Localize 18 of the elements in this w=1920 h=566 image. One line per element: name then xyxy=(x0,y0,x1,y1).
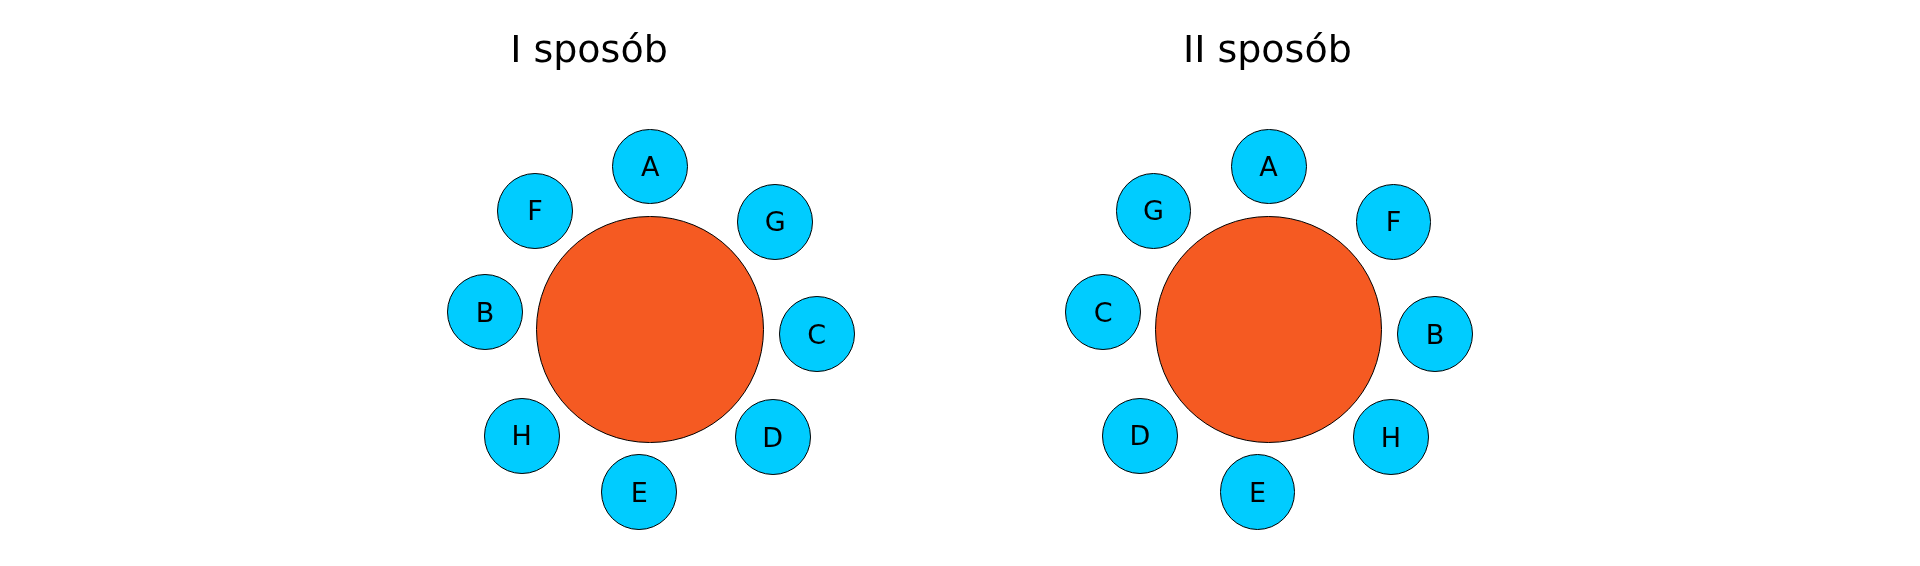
seat-letter: H xyxy=(1380,423,1402,451)
seat-letter: B xyxy=(475,298,495,326)
seat-letter: D xyxy=(762,423,784,451)
seat-letter: D xyxy=(1129,422,1151,450)
seat-letter: A xyxy=(1259,153,1278,180)
seat-letter: F xyxy=(527,197,543,225)
seat-letter: C xyxy=(1093,298,1113,326)
seat-letter: H xyxy=(511,422,532,450)
seat-letter: A xyxy=(640,153,660,180)
seat-letter: G xyxy=(764,208,786,236)
seat-letter: C xyxy=(807,320,827,348)
seat-letter: E xyxy=(1249,478,1267,506)
seat-letter: B xyxy=(1425,320,1445,348)
seat-letter: F xyxy=(1385,208,1402,236)
seat-letter: E xyxy=(630,478,648,506)
method-heading: II sposób xyxy=(1182,26,1352,71)
method-heading: I sposób xyxy=(510,26,668,71)
seat-letter: G xyxy=(1143,197,1164,225)
